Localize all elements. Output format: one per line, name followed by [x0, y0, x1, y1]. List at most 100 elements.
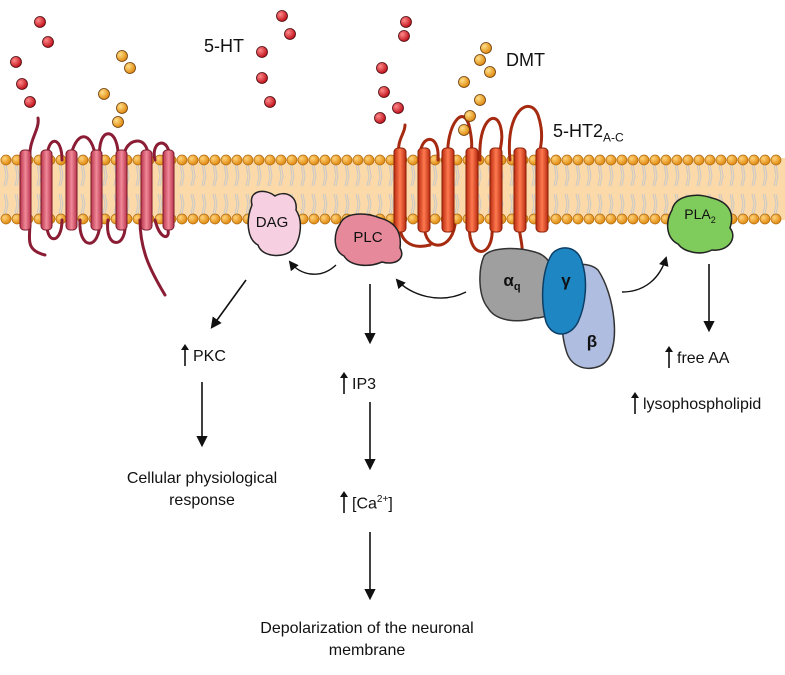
lipid-head	[704, 154, 716, 166]
lipid-tail	[718, 163, 722, 187]
transmembrane-helix	[393, 147, 407, 233]
lipid-tail	[478, 193, 482, 215]
lipid-tail	[280, 163, 284, 187]
calcium-output: [Ca2+]	[339, 490, 393, 514]
lipid-head	[253, 154, 265, 166]
lipid-head	[748, 213, 760, 225]
lipid-tail	[247, 193, 251, 215]
arrow-dag-to-pkc	[210, 279, 247, 329]
lipid-head	[363, 154, 375, 166]
lipid-head	[242, 154, 254, 166]
lipid-head	[759, 154, 771, 166]
lipid-tail	[313, 163, 317, 187]
lipid-tail	[432, 163, 436, 187]
lipid-tail	[762, 163, 766, 187]
lipid-tail	[192, 163, 196, 187]
lipid-tail	[302, 163, 306, 187]
lipid-tail	[575, 193, 579, 215]
lipid-head	[759, 213, 771, 225]
lipid-tail	[630, 163, 634, 187]
lipid-tail	[80, 193, 84, 215]
lipid-head	[319, 154, 331, 166]
serotonin-molecule	[374, 112, 386, 124]
dmt-molecule	[116, 102, 128, 114]
lipid-tail	[665, 163, 669, 187]
lipid-tail	[102, 163, 106, 187]
lipid-tail	[412, 163, 416, 187]
lipid-tail	[621, 193, 625, 215]
lipid-tail	[509, 163, 513, 187]
lipid-tail	[753, 193, 757, 215]
lipid-head	[374, 154, 386, 166]
lipid-tail	[357, 193, 361, 215]
dag-label: DAG	[256, 214, 289, 231]
lipid-tail	[137, 193, 141, 215]
lipid-tail	[355, 193, 359, 215]
lipid-head	[748, 154, 760, 166]
transmembrane-helix	[90, 149, 103, 231]
lipid-tail	[203, 163, 207, 187]
lipid-head	[715, 154, 727, 166]
lipid-tail	[632, 163, 636, 187]
lipid-head	[286, 154, 298, 166]
increase-arrow-icon	[665, 346, 673, 368]
lipid-tail	[564, 163, 568, 187]
lipid-tail	[764, 193, 768, 215]
lipid-tail	[357, 163, 361, 187]
lipid-head	[220, 154, 232, 166]
lipid-tail	[597, 163, 601, 187]
serotonin-molecule	[376, 62, 388, 74]
lipid-tail	[201, 193, 205, 215]
serotonin-molecule	[256, 46, 268, 58]
lipid-tail	[641, 163, 645, 187]
lipid-head	[187, 154, 199, 166]
dmt-molecule	[116, 50, 128, 62]
serotonin-label: 5-HT	[204, 36, 244, 56]
lipid-head	[616, 154, 628, 166]
lipid-head	[275, 154, 287, 166]
lipid-tail	[135, 163, 139, 187]
lipid-tail	[60, 163, 64, 187]
lipid-tail	[214, 193, 218, 215]
lipid-head	[209, 154, 221, 166]
transmembrane-helix	[465, 147, 479, 233]
lipid-tail	[179, 193, 183, 215]
serotonin-molecule	[16, 78, 28, 90]
g-gamma-label: γ	[561, 271, 571, 290]
lipid-tail	[388, 193, 392, 215]
depolarization-label: Depolarization of the neuronal membrane	[260, 620, 474, 659]
dmt-molecule	[112, 116, 124, 128]
transmembrane-helix	[115, 149, 128, 231]
lipid-tail	[753, 163, 757, 187]
lipid-tail	[366, 163, 370, 187]
lipid-head	[561, 213, 573, 225]
g-alpha-label: αq	[503, 271, 520, 293]
ip3-output: IP3	[339, 372, 376, 395]
lipid-tail	[234, 193, 238, 215]
lipid-tail	[410, 163, 414, 187]
lipid-tail	[104, 193, 108, 215]
lipid-head	[264, 154, 276, 166]
lipid-tail	[5, 193, 9, 215]
pkc-output: PKC	[180, 344, 226, 367]
dmt-molecule	[124, 62, 136, 74]
transmembrane-helix	[489, 147, 503, 233]
lipid-tail	[300, 193, 304, 215]
receptor-5ht-left	[19, 149, 175, 231]
lipid-tail	[313, 193, 317, 215]
lipid-tail	[203, 193, 207, 215]
lipid-tail	[740, 163, 744, 187]
lipid-tail	[300, 163, 304, 187]
lipid-tail	[201, 163, 205, 187]
lipid-head	[330, 213, 342, 225]
lipid-tail	[346, 163, 350, 187]
lipid-head	[682, 154, 694, 166]
lipid-head	[352, 154, 364, 166]
lipid-tail	[621, 163, 625, 187]
lipid-tail	[36, 163, 40, 187]
transmembrane-helix	[65, 149, 78, 231]
lipid-tail	[247, 163, 251, 187]
lipid-tail	[344, 163, 348, 187]
lipid-tail	[773, 193, 777, 215]
